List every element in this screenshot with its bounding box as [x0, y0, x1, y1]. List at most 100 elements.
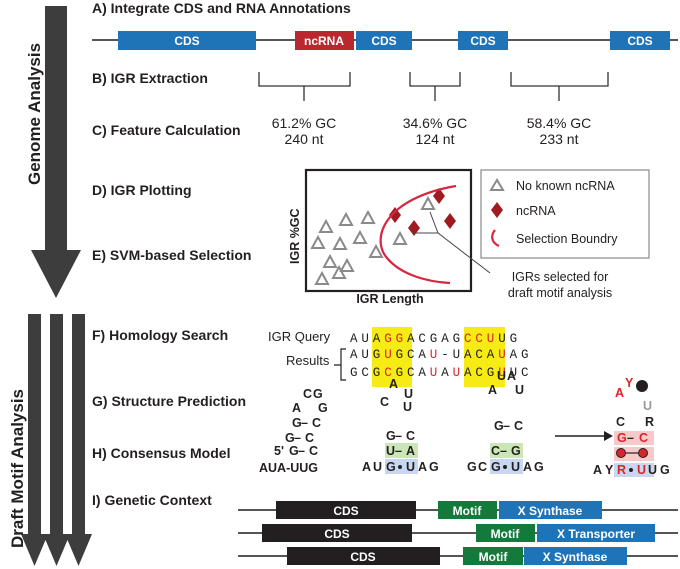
ncrna-diamond — [444, 213, 456, 229]
svg-text:G: G — [292, 416, 302, 430]
svg-text:C: C — [514, 419, 523, 433]
diamond-legend-icon — [491, 202, 503, 218]
gene-label: X Synthase — [518, 504, 583, 518]
svg-text:U: U — [406, 460, 415, 474]
alignment-base: G — [510, 332, 518, 346]
alignment-base: C — [361, 366, 369, 380]
svg-text:U: U — [373, 460, 382, 474]
svg-text:–: – — [500, 444, 507, 458]
structure-1: C G A G G – C G – C 5' G – C AUA-UUG — [259, 387, 328, 475]
svg-text:U: U — [403, 400, 412, 414]
step-e-title: E) SVM-based Selection — [92, 247, 251, 263]
alignment-base: G — [521, 348, 529, 362]
structure-2: A U C U G – C U – A A U G U A G — [362, 377, 439, 474]
alignment-base: C — [521, 366, 529, 380]
legend-ncrna: ncRNA — [516, 204, 556, 218]
triangle-legend-icon — [489, 178, 505, 191]
motif-label: Motif — [491, 527, 521, 541]
svg-text:U: U — [637, 463, 646, 477]
alignment-base: G — [350, 366, 358, 380]
alignment-base: U — [453, 366, 461, 380]
svg-text:5': 5' — [274, 444, 284, 458]
no-ncrna-triangle — [318, 218, 334, 233]
boundary-legend-icon — [491, 229, 500, 248]
svg-text:A: A — [389, 377, 398, 391]
svg-text:G: G — [467, 460, 477, 474]
alignment-base: A — [441, 332, 449, 346]
alignment-base: G — [487, 366, 495, 380]
svg-text:AUA-UUG: AUA-UUG — [259, 461, 318, 475]
gene-label: X Transporter — [557, 527, 635, 541]
svg-text:Y: Y — [605, 463, 614, 477]
svg-text:–: – — [294, 431, 301, 445]
genetic-context-row: CDS Motif X Transporter — [238, 524, 678, 542]
step-i-title: I) Genetic Context — [92, 492, 212, 508]
cds-box — [356, 31, 412, 50]
igr-scatter-plot: IGR %GC IGR Length IGRs selected for dra… — [288, 168, 612, 306]
gene-label: X Synthase — [543, 550, 608, 564]
x-axis-label: IGR Length — [356, 292, 423, 306]
svg-text:U: U — [404, 387, 413, 401]
svg-text:–: – — [627, 431, 634, 445]
svg-text:U: U — [386, 444, 395, 458]
triangle-markers — [310, 195, 436, 285]
svg-text:G: G — [617, 431, 627, 445]
svg-text:–: – — [395, 444, 402, 458]
alignment-base: A — [418, 366, 426, 380]
svg-text:G: G — [511, 444, 521, 458]
svg-text:G: G — [386, 460, 396, 474]
svg-text:G: G — [318, 401, 328, 415]
alignment-base: C — [407, 366, 415, 380]
svg-text:G: G — [660, 463, 670, 477]
alignment-base: G — [453, 332, 461, 346]
alignment-base: A — [441, 366, 449, 380]
step-d-title: D) IGR Plotting — [92, 182, 192, 198]
alignment-base: C — [384, 366, 392, 380]
svg-text:–: – — [301, 416, 308, 430]
genome-analysis-label: Genome Analysis — [25, 43, 44, 185]
alignment-base: U — [510, 366, 518, 380]
svg-text:–: – — [503, 419, 510, 433]
cds-box — [118, 31, 256, 50]
alignment-base: A — [350, 332, 358, 346]
igr3-length: 233 nt — [540, 131, 579, 147]
step-b-title: B) IGR Extraction — [92, 70, 208, 86]
svg-text:C: C — [305, 431, 314, 445]
alignment-base: A — [464, 348, 472, 362]
svg-text:A: A — [418, 460, 427, 474]
alignment-base: A — [418, 348, 426, 362]
no-ncrna-triangle — [322, 253, 338, 268]
diamond-markers — [389, 188, 456, 236]
alignment-base: A — [350, 348, 358, 362]
no-ncrna-triangle — [331, 264, 347, 279]
genetic-context-row: CDS Motif X Synthase — [238, 547, 678, 565]
no-ncrna-triangle — [332, 235, 348, 250]
alignment-base: U — [498, 366, 506, 380]
step-f-title: F) Homology Search — [92, 327, 228, 343]
alignment-base: C — [475, 332, 483, 346]
y-axis-label: IGR %GC — [288, 208, 302, 264]
alignment-base: G — [396, 348, 404, 362]
no-ncrna-triangle — [338, 211, 354, 226]
alignment-base: G — [373, 348, 381, 362]
svg-text:G: G — [289, 444, 299, 458]
ncrna-label: ncRNA — [304, 34, 344, 48]
alignment-base: G — [373, 366, 381, 380]
consensus-structure: A Y U C R G – C A Y R U U G — [593, 376, 670, 477]
svg-text:A: A — [488, 383, 497, 397]
draft-motif-arrows — [21, 314, 92, 566]
plot-legend: No known ncRNA ncRNA Selection Boundry — [480, 169, 650, 259]
svg-text:A: A — [362, 460, 371, 474]
cds-label: CDS — [350, 550, 375, 564]
svg-text:C: C — [380, 395, 389, 409]
svg-text:C: C — [478, 460, 487, 474]
cds-box — [458, 31, 508, 50]
alignment-base: G — [396, 366, 404, 380]
svg-text:C: C — [639, 431, 648, 445]
svg-text:C: C — [406, 429, 415, 443]
cds-box — [610, 31, 670, 50]
igr3-gc: 58.4% GC — [527, 115, 592, 131]
